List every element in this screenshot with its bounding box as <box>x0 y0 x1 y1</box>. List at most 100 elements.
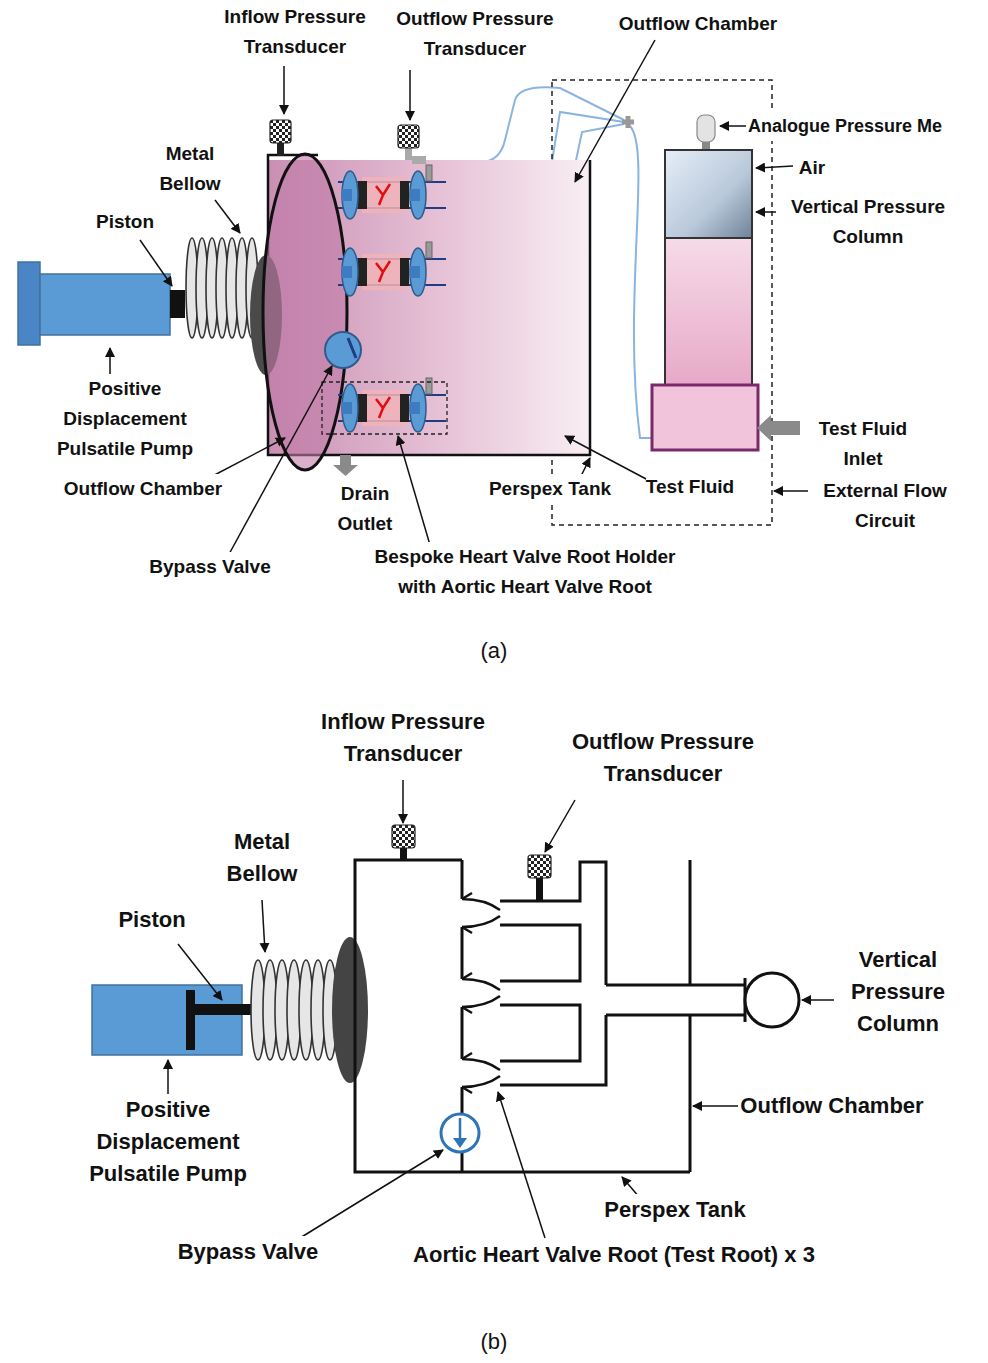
chamber-walls <box>500 862 606 1085</box>
part-label: Outflow Chamber <box>64 474 222 504</box>
leader-arrows <box>283 66 285 114</box>
pump <box>186 990 195 1050</box>
part-label: Outflow Pressure Transducer <box>385 4 565 64</box>
part-label: Inflow Pressure Transducer <box>210 2 380 62</box>
pressure-transducers <box>412 156 426 164</box>
part-label: Piston <box>96 207 154 237</box>
vertical-pressure-column <box>697 115 715 142</box>
part-label: Outflow Pressure Transducer <box>551 726 776 790</box>
part-label: Air <box>799 153 825 183</box>
valve-root-holders <box>338 378 446 432</box>
pressure-transducers <box>405 148 412 160</box>
bypass-valve <box>325 332 361 368</box>
pump <box>195 1004 253 1015</box>
leader-arrows <box>498 1092 545 1238</box>
pressure-transducers <box>400 848 407 860</box>
leader-arrows <box>167 1060 169 1096</box>
vertical-pressure-column <box>745 973 799 1027</box>
aortic-valve-roots <box>462 893 500 933</box>
drain-outlet-arrow <box>333 465 358 476</box>
vertical-pressure-column <box>652 385 758 450</box>
valve-root-holders <box>338 165 446 219</box>
part-label: Positive Displacement Pulsatile Pump <box>73 1094 263 1190</box>
leader-arrows <box>168 780 834 1238</box>
leader-arrows <box>109 348 111 376</box>
part-label: Bypass Valve <box>149 552 270 582</box>
pressure-transducers <box>528 855 551 878</box>
aortic-valve-roots <box>462 893 500 1093</box>
chamber-walls <box>606 985 745 1015</box>
part-label: Metal Bellow <box>150 139 230 199</box>
bypass-valve <box>453 1138 467 1148</box>
part-label: Aortic Heart Valve Root (Test Root) x 3 <box>413 1239 815 1271</box>
part-label: Piston <box>118 904 185 936</box>
pressure-transducers <box>277 143 284 156</box>
outflow-chamber-membrane <box>250 154 347 470</box>
part-label: Vertical Pressure Column <box>838 944 958 1040</box>
vertical-pressure-column <box>652 115 758 450</box>
tubing <box>630 126 652 438</box>
bypass-valve <box>441 1114 479 1152</box>
pressure-transducers <box>398 125 419 148</box>
leader-arrows <box>774 490 808 492</box>
pump <box>92 985 253 1055</box>
test-fluid-inlet-arrow <box>770 421 800 435</box>
part-label: Test Fluid Inlet <box>806 414 921 474</box>
part-label: Test Fluid <box>646 472 734 502</box>
outflow-chamber-membrane <box>263 154 347 470</box>
pressure-transducers <box>392 825 551 901</box>
aortic-valve-roots <box>462 973 500 1013</box>
part-label: External Flow Circuit <box>810 476 960 536</box>
chamber-walls <box>500 925 580 1061</box>
connector-cross <box>622 116 634 128</box>
leader-arrows <box>756 166 793 168</box>
pump <box>18 262 185 345</box>
leader-arrows <box>300 1150 443 1238</box>
leader-arrows <box>575 40 655 182</box>
test-fluid-inlet-arrow <box>757 415 800 441</box>
figure-label: (b) <box>481 1326 508 1358</box>
leader-arrows <box>178 944 222 1000</box>
valve-root-holders <box>338 242 446 296</box>
part-label: Positive Displacement Pulsatile Pump <box>43 374 208 464</box>
part-label: Bypass Valve <box>178 1236 319 1268</box>
leader-arrows <box>228 366 332 556</box>
bypass-valve <box>459 1118 462 1140</box>
pressure-transducers <box>392 825 415 848</box>
metal-bellow <box>251 960 337 1060</box>
part-label: Bespoke Heart Valve Root Holder with Aor… <box>363 542 688 602</box>
vertical-pressure-column <box>665 238 752 385</box>
pressure-transducers <box>536 878 543 901</box>
leader-arrows <box>693 1105 738 1107</box>
bypass-valve <box>348 338 356 358</box>
pressure-transducers <box>270 120 291 143</box>
bypass-valve <box>325 332 361 368</box>
part-label: Outflow Chamber <box>619 9 777 39</box>
chamber-walls <box>355 860 745 1172</box>
part-label: Metal Bellow <box>215 826 310 890</box>
leader-arrows <box>402 780 404 823</box>
vertical-pressure-column <box>702 142 710 150</box>
vertical-pressure-column <box>745 973 799 1027</box>
valve-root-holders <box>322 382 447 434</box>
drain-outlet-arrow <box>333 455 358 476</box>
part-label: Perspex Tank <box>604 1194 745 1226</box>
pressure-transducers <box>270 120 426 164</box>
bypass-valve <box>441 1114 479 1152</box>
leader-arrows <box>720 125 746 127</box>
pump <box>92 985 242 1055</box>
leader-arrows <box>545 800 575 852</box>
part-label: Perspex Tank <box>489 474 611 504</box>
part-label: Outflow Chamber <box>740 1090 923 1122</box>
figure-label: (a) <box>481 636 508 666</box>
leader-arrows <box>262 900 265 952</box>
membrane <box>332 937 368 1083</box>
membrane <box>332 937 368 1083</box>
pump <box>18 262 40 345</box>
pump <box>40 274 170 335</box>
leader-arrows <box>802 999 834 1001</box>
pump <box>170 290 185 318</box>
part-label: Vertical Pressure Column <box>776 192 961 252</box>
part-label: Analogue Pressure Me <box>748 111 942 141</box>
